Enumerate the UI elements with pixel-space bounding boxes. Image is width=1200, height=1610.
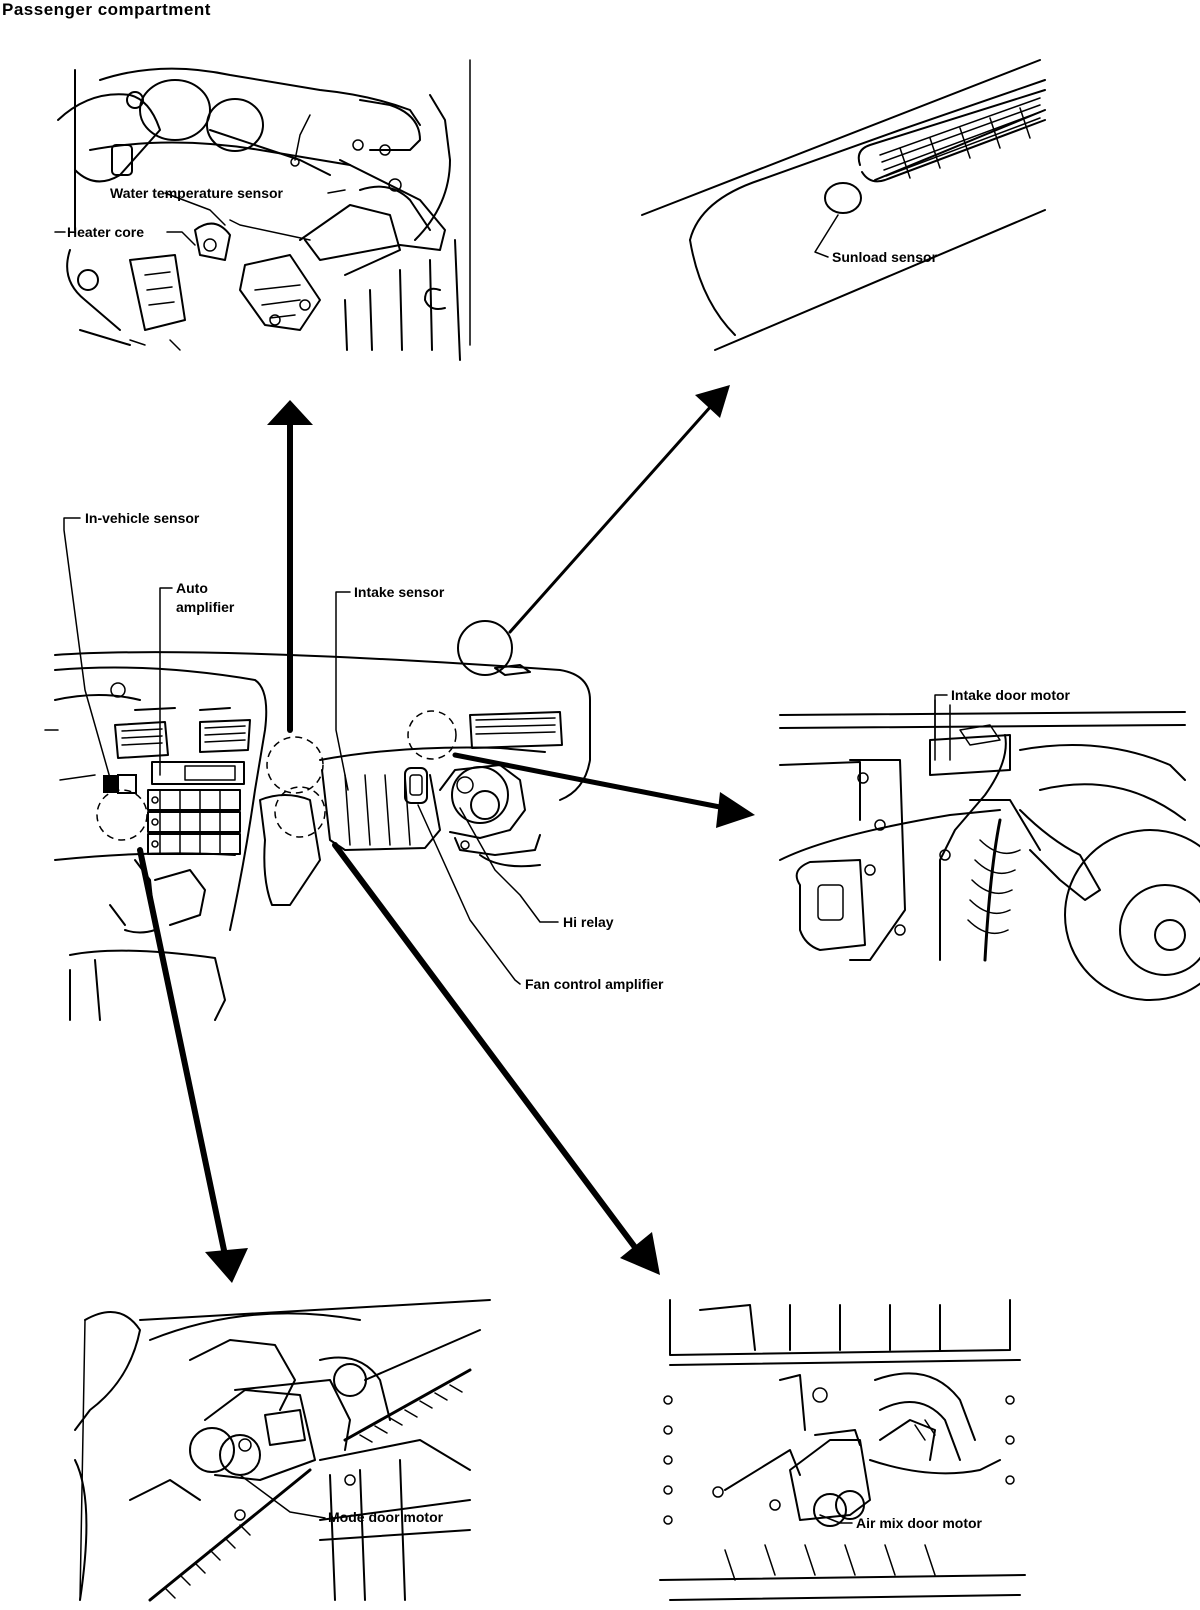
arrow-to-air-mix-door-motor: [332, 842, 660, 1275]
intake-door-motor-detail-illustration: [779, 699, 1200, 1001]
air-mix-door-motor-label: Air mix door motor: [856, 1515, 983, 1531]
page-title: Passenger compartment: [2, 0, 211, 19]
arrow-to-intake-door-motor: [452, 752, 755, 828]
mode-door-motor-leader: [239, 1474, 326, 1519]
auto-amplifier-label-line2: amplifier: [176, 599, 235, 615]
auto-amplifier-leader: [159, 587, 173, 776]
arrow-to-mode-door-motor: [137, 847, 248, 1283]
heater-core-leader: [54, 231, 196, 246]
intake-door-motor-label: Intake door motor: [951, 687, 1071, 703]
sunload-sensor-detail-illustration: [641, 59, 1046, 351]
intake-sensor-leader: [335, 591, 351, 791]
arrow-to-heater-core: [267, 400, 313, 733]
hi-relay-label: Hi relay: [563, 914, 614, 930]
hi-relay-leader: [459, 807, 559, 923]
air-mix-door-motor-leader: [819, 1514, 853, 1524]
arrow-to-sunload-sensor: [508, 385, 730, 634]
intake-door-motor-leader: [934, 694, 948, 741]
water-temperature-sensor-label: Water temperature sensor: [110, 185, 284, 201]
in-vehicle-sensor-leader: [63, 517, 111, 779]
air-mix-door-motor-detail-illustration: [659, 1299, 1026, 1601]
heater-core-detail-illustration: [57, 59, 471, 361]
mode-door-motor-label: Mode door motor: [328, 1509, 444, 1525]
fan-control-amplifier-leader: [417, 804, 521, 985]
auto-amplifier-label-line1: Auto: [176, 580, 208, 596]
heater-core-label: Heater core: [67, 224, 144, 240]
in-vehicle-sensor-label: In-vehicle sensor: [85, 510, 200, 526]
intake-sensor-label: Intake sensor: [354, 584, 445, 600]
water-temperature-sensor-leader: [164, 192, 226, 226]
fan-control-amplifier-label: Fan control amplifier: [525, 976, 664, 992]
sunload-sensor-leader: [814, 214, 839, 258]
mode-door-motor-detail-illustration: [74, 1299, 491, 1602]
sunload-sensor-label: Sunload sensor: [832, 249, 938, 265]
dashboard-overview-illustration: [44, 620, 591, 1021]
